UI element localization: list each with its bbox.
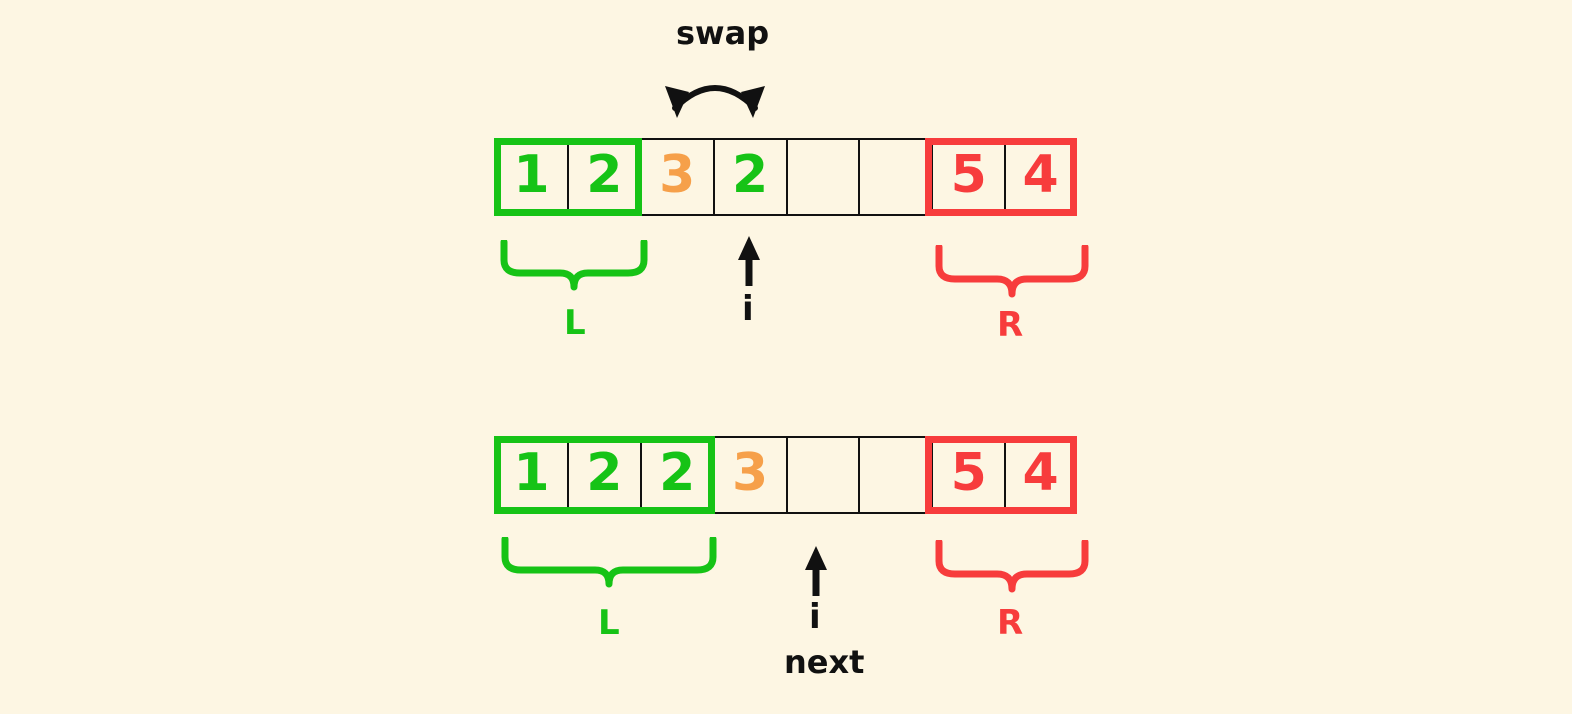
cell-value: 4 (1022, 443, 1059, 503)
pointer-arrow-i-after (805, 546, 827, 596)
array-cell[interactable]: 2 (639, 436, 713, 514)
array-cell-empty[interactable] (785, 138, 859, 216)
cell-value: 3 (659, 145, 696, 205)
array-cell-empty[interactable] (858, 436, 932, 514)
brace-label-R-before: R (997, 305, 1024, 345)
cell-value: 5 (950, 145, 987, 205)
brace-R-before (935, 245, 1089, 298)
cell-value: 2 (731, 145, 769, 205)
brace-R-after (935, 540, 1089, 593)
array-row-before: 1 2 3 2 5 4 (494, 138, 1077, 216)
pointer-label-i-before: i (742, 289, 754, 329)
cell-value: 1 (513, 145, 550, 205)
array-row-after: 1 2 2 3 5 4 (494, 436, 1077, 514)
pointer-label-i-after: i (809, 597, 821, 637)
array-cell[interactable]: 2 (566, 436, 640, 514)
swap-double-arrow-icon (665, 85, 765, 118)
cell-value: 1 (513, 443, 550, 503)
brace-label-L-after: L (598, 603, 620, 643)
brace-label-L-before: L (564, 303, 586, 343)
array-cell[interactable]: 4 (1004, 436, 1077, 514)
array-cell[interactable]: 2 (566, 138, 640, 216)
array-cell[interactable]: 5 (931, 436, 1005, 514)
cell-value: 5 (950, 443, 987, 503)
array-cell[interactable]: 2 (712, 138, 786, 216)
array-cell[interactable]: 3 (639, 138, 713, 216)
cell-value: 2 (586, 145, 623, 205)
pointer-arrow-i-before (738, 236, 760, 286)
cell-value: 2 (586, 443, 623, 503)
array-cell[interactable]: 5 (931, 138, 1005, 216)
cell-value: 2 (659, 443, 696, 503)
cell-value: 3 (731, 443, 769, 503)
cell-value: 4 (1022, 145, 1059, 205)
brace-label-R-after: R (997, 603, 1024, 643)
brace-L-before (500, 240, 648, 291)
pointer-sublabel-next: next (784, 643, 865, 681)
array-cell[interactable]: 4 (1004, 138, 1077, 216)
swap-label: swap (676, 14, 770, 52)
array-cell-empty[interactable] (785, 436, 859, 514)
array-cell[interactable]: 1 (494, 138, 567, 216)
array-cell-empty[interactable] (858, 138, 932, 216)
array-cell[interactable]: 3 (712, 436, 786, 514)
array-cell[interactable]: 1 (494, 436, 567, 514)
brace-L-after (501, 537, 717, 588)
